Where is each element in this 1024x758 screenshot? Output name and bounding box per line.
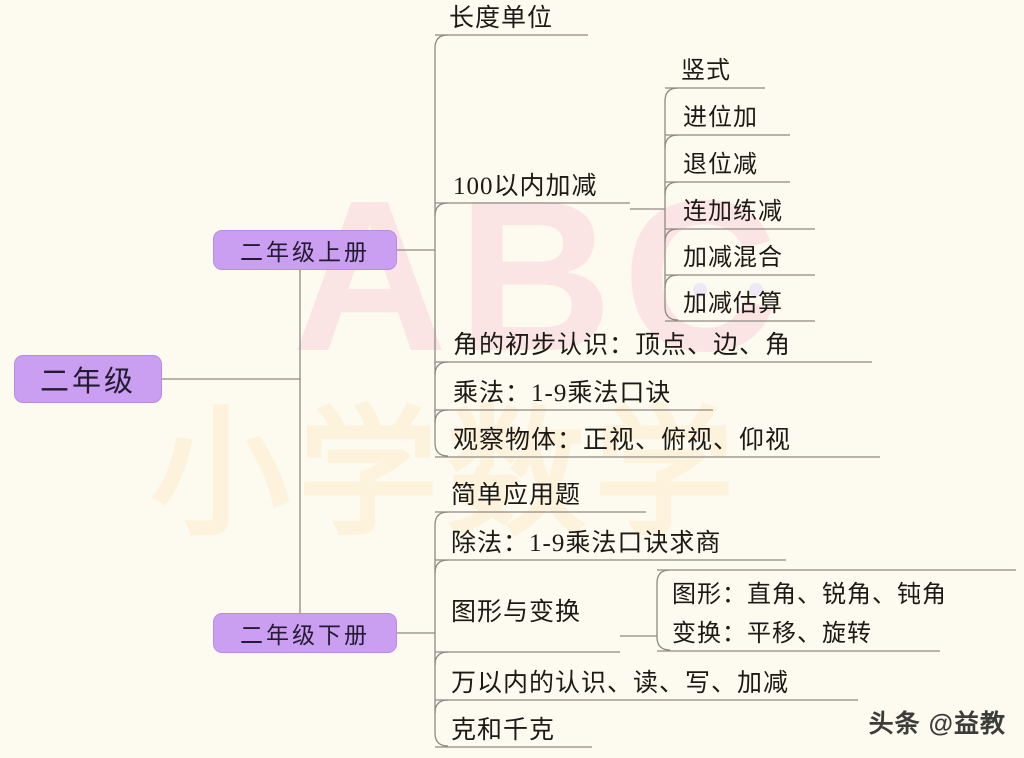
- wire-corner: [434, 699, 449, 714]
- wire-corner: [664, 228, 679, 243]
- wire-corner: [664, 274, 679, 289]
- topic-addition-subtraction-within-100[interactable]: 100以内加减: [453, 173, 598, 200]
- topic-simple-word-problems[interactable]: 简单应用题: [451, 482, 582, 509]
- wire-corner: [664, 181, 679, 196]
- wire-lower-spine: [434, 511, 449, 747]
- branch-node-lower[interactable]: 二年级下册: [213, 613, 397, 653]
- subtopic-vertical-form[interactable]: 竖式: [681, 58, 731, 84]
- topic-shapes-and-transformations[interactable]: 图形与变换: [451, 599, 582, 626]
- wire-sub-spine-2: [656, 569, 671, 651]
- topic-multiplication[interactable]: 乘法：1-9乘法口诀: [453, 380, 672, 407]
- wire-corner: [434, 559, 449, 574]
- topic-division[interactable]: 除法：1-9乘法口诀求商: [451, 530, 722, 557]
- subtopic-borrow-subtraction[interactable]: 退位减: [683, 152, 758, 178]
- subtopic-estimate-add-subtract[interactable]: 加减估算: [683, 291, 783, 317]
- subtopic-transformations[interactable]: 变换：平移、旋转: [672, 621, 872, 647]
- wire-corner: [434, 409, 449, 424]
- wire-corner: [434, 202, 449, 217]
- branch-node-upper[interactable]: 二年级上册: [213, 230, 397, 270]
- topic-observe-objects[interactable]: 观察物体：正视、俯视、仰视: [453, 427, 792, 454]
- wire-corner: [434, 651, 449, 666]
- watermark-subject: 小学数学: [150, 398, 743, 553]
- root-node-label: 二年级: [39, 366, 136, 398]
- subtopic-mixed-add-subtract[interactable]: 加减混合: [683, 245, 783, 271]
- topic-angle-introduction[interactable]: 角的初步认识：顶点、边、角: [453, 332, 792, 359]
- subtopic-shapes-angles[interactable]: 图形：直角、锐角、钝角: [672, 582, 947, 608]
- subtopic-carry-addition[interactable]: 进位加: [683, 105, 758, 131]
- source-watermark: 头条 @益教: [868, 710, 1006, 738]
- subtopic-continuous-add-subtract[interactable]: 连加练减: [683, 199, 783, 225]
- wire-corner: [664, 134, 679, 149]
- wire-sub-spine: [664, 87, 679, 321]
- branch-node-lower-label: 二年级下册: [240, 623, 370, 648]
- topic-gram-and-kilogram[interactable]: 克和千克: [451, 717, 556, 744]
- root-node[interactable]: 二年级: [14, 355, 162, 403]
- branch-node-upper-label: 二年级上册: [240, 240, 370, 265]
- wire-trunk-to-lower: [213, 379, 312, 634]
- topic-numbers-within-ten-thousand[interactable]: 万以内的认识、读、写、加减: [451, 670, 790, 697]
- wire-corner: [434, 361, 449, 376]
- wire-upper-spine: [434, 34, 449, 457]
- topic-length-unit[interactable]: 长度单位: [449, 5, 554, 32]
